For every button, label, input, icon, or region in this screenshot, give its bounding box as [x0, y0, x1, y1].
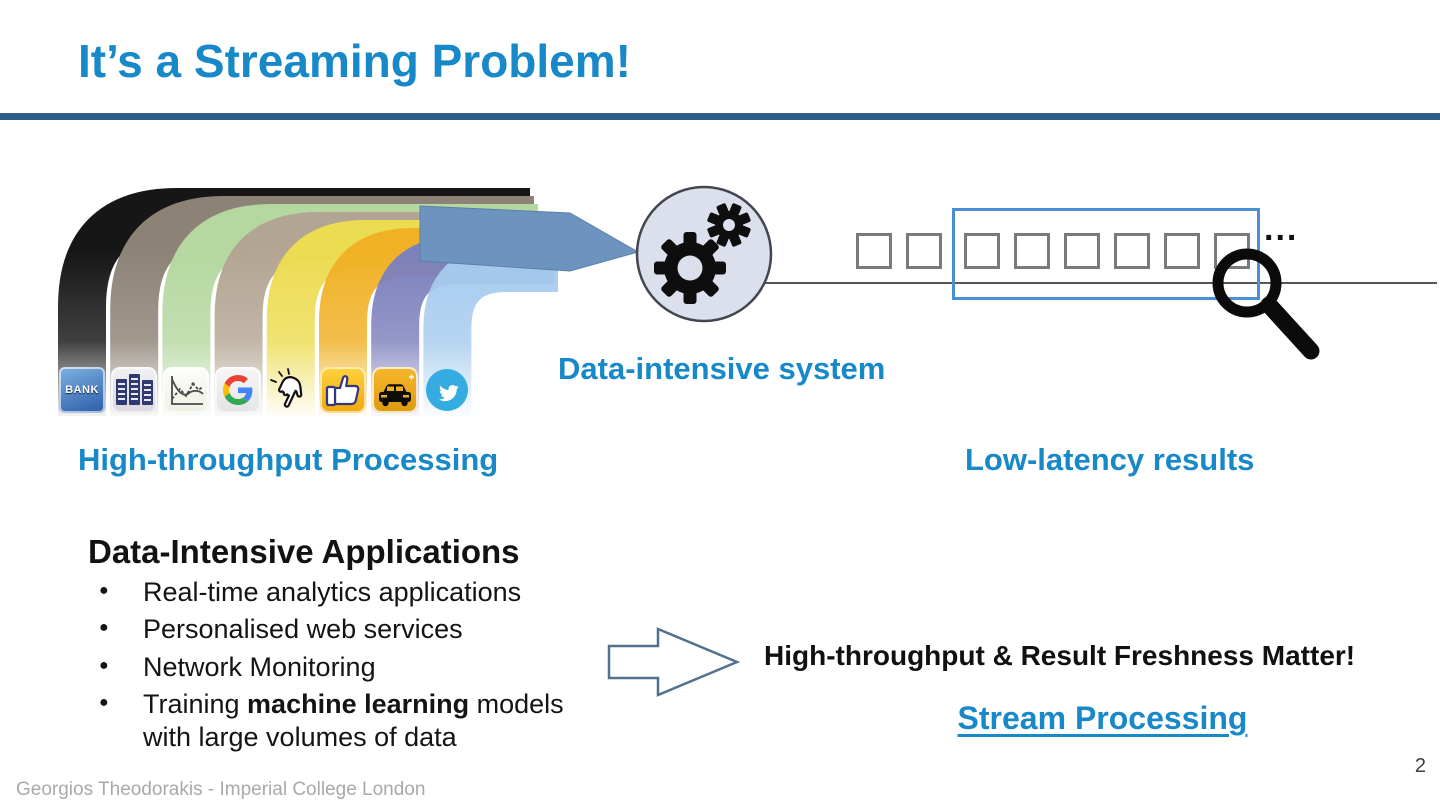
- stock-chart-icon: [163, 367, 209, 413]
- bank-icon: BANK: [59, 367, 105, 413]
- title-divider: [0, 113, 1440, 120]
- bullet-item-ml: Training machine learning models with lar…: [96, 688, 612, 753]
- slide-title: It’s a Streaming Problem!: [78, 35, 631, 87]
- implies-arrow-icon: [607, 627, 741, 697]
- tuple-square: [1064, 233, 1100, 269]
- applications-heading: Data-Intensive Applications: [88, 533, 520, 570]
- stream-ellipsis: ...: [1264, 210, 1299, 248]
- click-hand-icon: [268, 367, 314, 413]
- callout-text: High-throughput & Result Freshness Matte…: [764, 640, 1356, 671]
- low-latency-label: Low-latency results: [965, 442, 1255, 477]
- stream-processing-link[interactable]: Stream Processing: [957, 700, 1248, 736]
- ml-suffix: models: [469, 689, 564, 720]
- stream-bands: [58, 188, 558, 416]
- stream-twitter-feed: [423, 244, 558, 416]
- ml-bold: machine learning: [247, 689, 470, 720]
- tuple-square: [1214, 233, 1250, 269]
- taxi-icon: [372, 367, 418, 413]
- google-icon: [215, 367, 261, 413]
- tuple-square: [856, 233, 892, 269]
- applications-list: Real-time analytics applications Persona…: [96, 576, 612, 758]
- gear-large-icon: [654, 232, 726, 304]
- tuple-square: [964, 233, 1000, 269]
- twitter-icon: [424, 367, 470, 413]
- bullet-item: Network Monitoring: [96, 651, 612, 683]
- high-throughput-label: High-throughput Processing: [78, 442, 499, 477]
- tuple-square: [906, 233, 942, 269]
- tuple-square: [1114, 233, 1150, 269]
- footer-author: Georgios Theodorakis - Imperial College …: [16, 779, 426, 800]
- ml-prefix: Training: [143, 689, 248, 720]
- data-center-icon: [111, 367, 157, 413]
- page-number: 2: [1414, 755, 1426, 777]
- tuple-square: [1164, 233, 1200, 269]
- ml-line2: with large volumes of data: [143, 721, 457, 752]
- bank-icon-label: BANK: [65, 384, 99, 396]
- gear-small-icon: [707, 203, 751, 247]
- bullet-item: Personalised web services: [96, 613, 612, 645]
- tuple-row-outside: [856, 233, 942, 269]
- bullet-item: Real-time analytics applications: [96, 576, 612, 608]
- tuple-square: [1014, 233, 1050, 269]
- merged-stream-arrow: [419, 205, 640, 272]
- tuple-row-window: [964, 233, 1250, 269]
- system-label: Data-intensive system: [558, 351, 886, 386]
- thumbs-up-icon: [320, 367, 366, 413]
